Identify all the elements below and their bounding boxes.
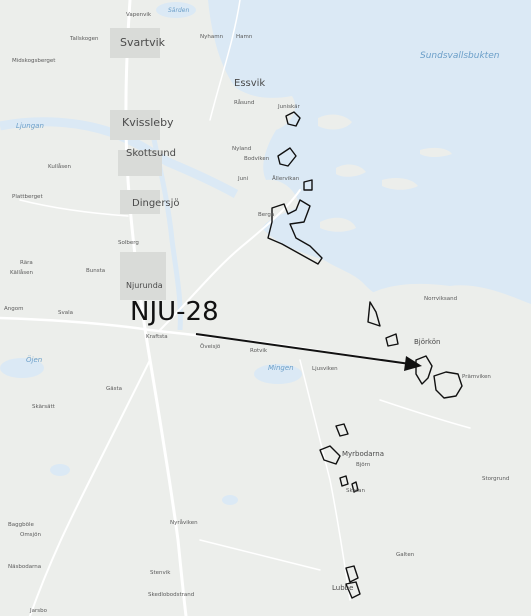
place-bodviken: Bodviken <box>244 156 270 162</box>
place-vapenvik: Vapenvik <box>126 12 152 18</box>
lake-mingen <box>254 364 302 384</box>
place-tallskogen: Tallskogen <box>69 36 99 42</box>
island <box>318 114 352 130</box>
place-rasund: Råsund <box>234 99 254 106</box>
place-skatan: Skatan <box>346 488 365 494</box>
place-plattberget: Plattberget <box>12 194 43 200</box>
place-lubbe: Lubbe <box>332 584 353 592</box>
lake-small <box>50 464 70 476</box>
water-label-sarden: Särden <box>168 7 189 14</box>
island <box>420 147 452 157</box>
place-bunsta: Bunsta <box>86 268 105 274</box>
place-bjorkon: Björkön <box>414 338 440 346</box>
place-angom: Angom <box>4 306 23 312</box>
island <box>336 164 366 177</box>
place-skottsund: Skottsund <box>126 148 176 159</box>
place-juniskar: Juniskär <box>277 104 300 110</box>
place-midskogsberget: Midskogsberget <box>12 58 56 64</box>
place-gasta: Gästa <box>106 386 122 392</box>
island <box>320 217 356 232</box>
place-skedlobodstrand: Skedlobodstrand <box>148 592 194 598</box>
southern-land <box>300 380 531 616</box>
place-essvik: Essvik <box>234 78 265 89</box>
place-njurunda: Njurunda <box>126 281 163 290</box>
river-ljungan <box>0 117 239 198</box>
lake-ojen <box>0 358 44 378</box>
place-dingersjo: Dingersjö <box>132 198 180 209</box>
place-nasbodarna: Näsbodarna <box>8 564 41 570</box>
water-label-ojen: Öjen <box>26 355 42 364</box>
place-bjorn: Björn <box>356 462 371 468</box>
place-galten: Galten <box>396 552 415 558</box>
place-stenvik: Stenvik <box>150 570 171 576</box>
place-berga: Berga <box>258 212 274 218</box>
place-nyland: Nyland <box>232 146 251 152</box>
place-ljusviken: Ljusviken <box>312 366 338 372</box>
place-svartvik: Svartvik <box>120 36 166 49</box>
arrow-right-icon <box>195 333 422 371</box>
place-kallasen: Källåsen <box>10 269 34 276</box>
place-hamn: Hamn <box>236 34 253 40</box>
place-rotvik: Rotvik <box>250 348 268 354</box>
outlined-areas <box>267 111 463 599</box>
urban-areas <box>110 28 166 300</box>
place-jarsbo: Jarsbo <box>29 608 48 614</box>
place-oversjo: Öveisjö <box>200 343 221 350</box>
eastern-peninsula <box>360 283 531 469</box>
place-skarsatt: Skärsätt <box>32 404 56 410</box>
place-solberg: Solberg <box>118 240 139 246</box>
water-label-ljungan: Ljungan <box>16 122 44 130</box>
place-allervik: Ållervikan <box>272 175 300 182</box>
place-nyhamn: Nyhamn <box>200 34 224 40</box>
water-label-sundsvallsbukten: Sundsvallsbukten <box>420 51 500 61</box>
island <box>382 178 418 190</box>
lake-small <box>222 495 238 505</box>
place-baggbole: Baggböle <box>8 522 35 528</box>
place-kullasen: Kullåsen <box>48 163 71 170</box>
place-norrviksand: Norrviksand <box>424 296 457 302</box>
place-rara: Rära <box>20 260 33 266</box>
place-pramviken: Prämviken <box>462 374 491 380</box>
water-label-mingen: Mingen <box>268 364 294 372</box>
place-krafsta: Kraftsta <box>146 334 168 340</box>
place-omsjon: Omsjön <box>20 532 41 538</box>
place-nyravagen: Nyråviken <box>170 519 198 526</box>
annotation-label: NJU-28 <box>130 297 219 327</box>
place-kvissleby: Kvissleby <box>122 116 174 129</box>
place-svala: Svala <box>58 310 73 316</box>
place-storgrund: Storgrund <box>482 476 509 482</box>
place-myrbodarna: Myrbodarna <box>342 450 384 458</box>
lake-sarden <box>156 2 196 18</box>
place-junis: Juni <box>237 176 249 182</box>
